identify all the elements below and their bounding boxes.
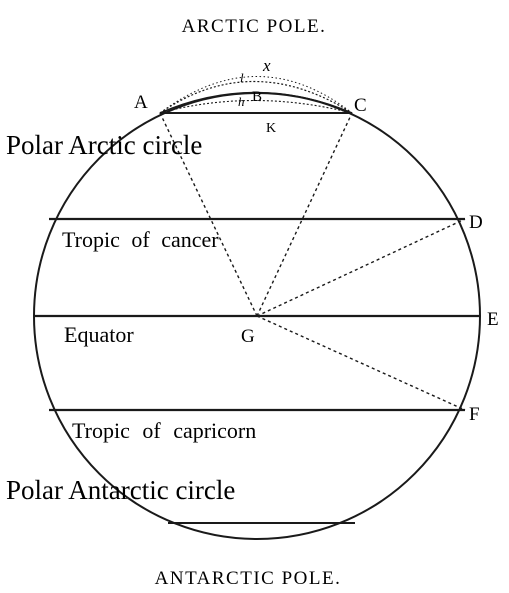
point-F-label: F bbox=[469, 404, 480, 425]
dotted-line-G-A bbox=[159, 112, 258, 317]
point-h-label: h bbox=[238, 94, 245, 109]
point-C-label: C bbox=[354, 95, 367, 116]
point-E-label: E bbox=[487, 309, 499, 330]
antarctic-pole-caption: ANTARCTIC POLE. bbox=[155, 568, 342, 589]
polar-arctic-circle-label: Polar Arctic circle bbox=[6, 130, 202, 160]
point-D-label: D bbox=[469, 212, 483, 233]
arc-AC-h-dotted bbox=[159, 100, 353, 114]
tropic-of-capricorn-label: Tropic of capricorn bbox=[72, 418, 256, 443]
arc-AC-B bbox=[159, 91, 353, 114]
point-x-label: x bbox=[262, 56, 271, 75]
point-l-label: l bbox=[240, 70, 244, 85]
dotted-line-G-C bbox=[256, 112, 353, 317]
dotted-line-G-D bbox=[256, 218, 466, 317]
point-G-label: G bbox=[241, 326, 255, 347]
point-B-label: B bbox=[252, 89, 262, 105]
point-A-label: A bbox=[134, 92, 148, 113]
arc-AC-x-dotted bbox=[159, 76, 353, 114]
equator-label: Equator bbox=[64, 322, 134, 347]
arctic-pole-caption: ARCTIC POLE. bbox=[182, 16, 327, 37]
tropic-of-cancer-label: Tropic of cancer bbox=[62, 227, 219, 252]
dotted-line-G-F bbox=[256, 315, 466, 411]
arc-AC-l-dotted bbox=[159, 81, 353, 114]
polar-antarctic-circle-label: Polar Antarctic circle bbox=[6, 475, 235, 505]
point-K-label: K bbox=[266, 121, 276, 136]
